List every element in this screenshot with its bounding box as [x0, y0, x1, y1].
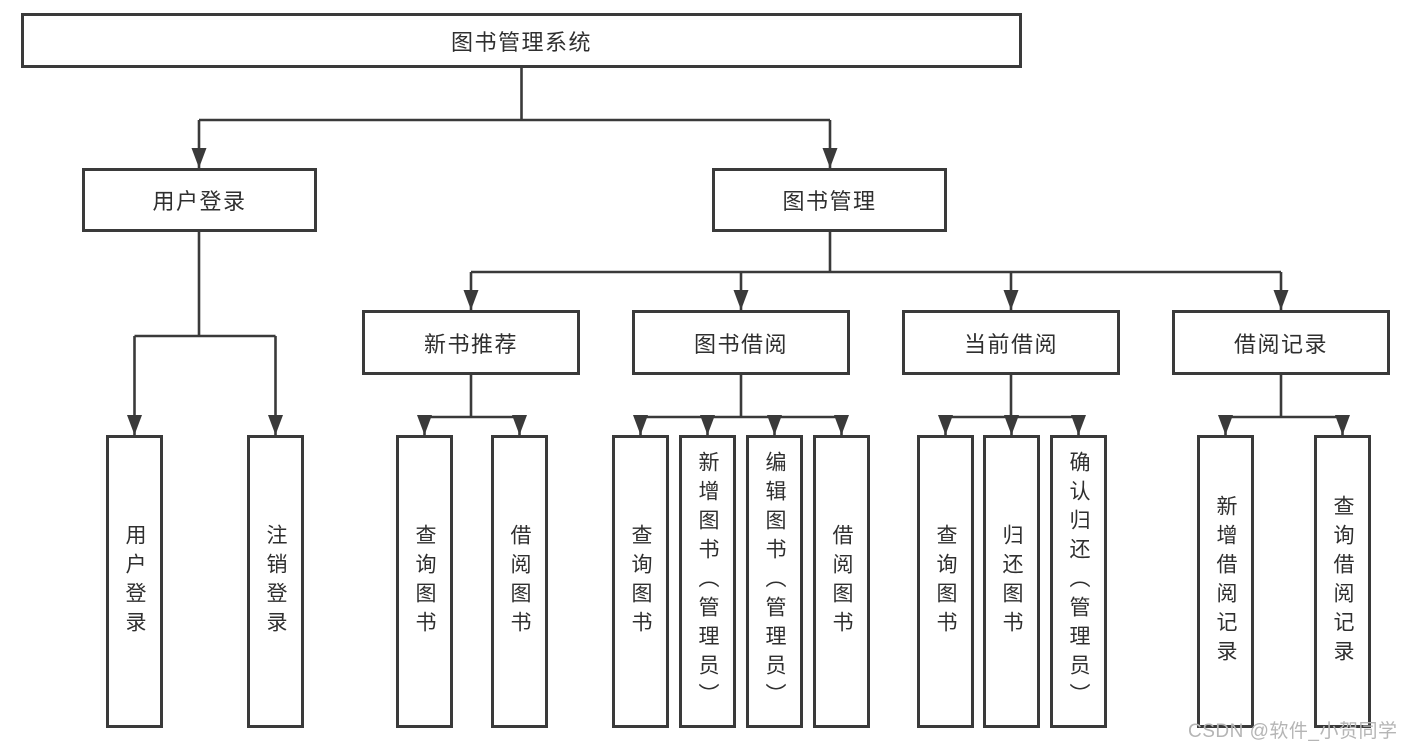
node-system-root: 图书管理系统 [21, 13, 1022, 68]
node-user-login: 用户登录 [82, 168, 317, 232]
node-borrow-records: 借阅记录 [1172, 310, 1390, 375]
node-leaf-borrowing-add-books-admin: 新增图书（管理员） [679, 435, 736, 728]
node-leaf-recommend-borrow-books: 借阅图书 [491, 435, 548, 728]
node-leaf-user-login: 用户登录 [106, 435, 163, 728]
node-leaf-current-confirm-return-admin: 确认归还（管理员） [1050, 435, 1107, 728]
node-new-book-recommend: 新书推荐 [362, 310, 580, 375]
node-current-borrowing: 当前借阅 [902, 310, 1120, 375]
node-leaf-records-add-record: 新增借阅记录 [1197, 435, 1254, 728]
node-leaf-current-query-books: 查询图书 [917, 435, 974, 728]
node-book-borrowing: 图书借阅 [632, 310, 850, 375]
node-leaf-recommend-query-books: 查询图书 [396, 435, 453, 728]
node-leaf-logout: 注销登录 [247, 435, 304, 728]
node-leaf-borrowing-borrow-books: 借阅图书 [813, 435, 870, 728]
node-leaf-borrowing-query-books: 查询图书 [612, 435, 669, 728]
node-book-management: 图书管理 [712, 168, 947, 232]
node-leaf-borrowing-edit-books-admin: 编辑图书（管理员） [746, 435, 803, 728]
node-leaf-current-return-books: 归还图书 [983, 435, 1040, 728]
csdn-watermark: CSDN @软件_小贺同学 [1188, 721, 1398, 742]
node-leaf-records-query-record: 查询借阅记录 [1314, 435, 1371, 728]
